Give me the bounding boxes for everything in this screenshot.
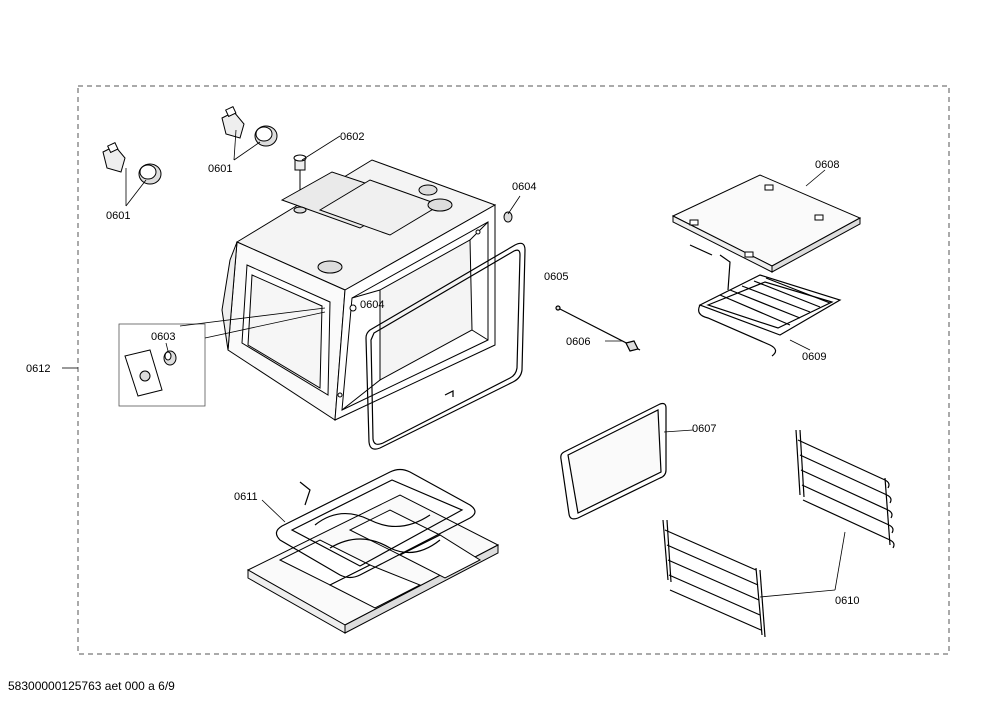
- heat-shield-part-0608: [671, 174, 862, 273]
- label-0605: 0605: [544, 271, 568, 283]
- document-footer: 58300000125763 aet 000 a 6/9: [8, 679, 175, 693]
- label-0608: 0608: [815, 159, 839, 171]
- glass-panel-part-0607: [560, 402, 667, 520]
- label-0609: 0609: [802, 351, 826, 363]
- leader-0610-a: [759, 589, 836, 598]
- leader-0601-left-b: [125, 179, 147, 207]
- leader-0603-to-cavity-b: [204, 311, 326, 339]
- meat-probe-part-0606: [555, 305, 641, 352]
- rack-rail-part-0610-back: [795, 429, 895, 549]
- label-0601-top: 0601: [208, 163, 232, 175]
- door-seal-part-0605: [365, 242, 526, 450]
- label-0604-center: 0604: [360, 299, 384, 311]
- bottom-heating-element-part-0611: [275, 468, 476, 579]
- label-0607: 0607: [692, 423, 716, 435]
- top-heating-element-part-0609: [689, 244, 842, 357]
- leader-0607: [663, 429, 694, 433]
- label-0606: 0606: [566, 336, 590, 348]
- leader-0601-top: [233, 129, 237, 161]
- leader-0601-top-b: [233, 141, 261, 161]
- label-0603: 0603: [151, 331, 175, 343]
- assembly-boundary: [77, 85, 950, 655]
- lamp-socket-part-0601-left: [102, 142, 162, 185]
- label-0612: 0612: [26, 363, 50, 375]
- label-0601-left: 0601: [106, 210, 130, 222]
- oven-cavity-housing: [221, 159, 497, 421]
- leader-0610-b: [834, 531, 846, 591]
- rack-rail-part-0610-front: [662, 519, 766, 638]
- label-0610: 0610: [835, 595, 859, 607]
- leader-0608: [805, 169, 826, 187]
- clip-part-0604-right: [503, 211, 513, 223]
- leader-0603-to-cavity-a: [179, 307, 326, 327]
- leader-0609: [789, 339, 811, 351]
- leader-0604-right: [507, 195, 521, 215]
- lamp-socket-part-0601-top: [221, 106, 278, 147]
- leader-0603: [165, 342, 169, 352]
- bottom-tray: [246, 494, 500, 634]
- leader-0602: [301, 135, 341, 161]
- label-0604-right: 0604: [512, 181, 536, 193]
- sensor-part-0602: [293, 154, 307, 200]
- fan-cover-part-0603: [124, 349, 177, 397]
- label-0602: 0602: [340, 131, 364, 143]
- label-0611: 0611: [234, 491, 258, 503]
- leader-0611: [261, 499, 286, 523]
